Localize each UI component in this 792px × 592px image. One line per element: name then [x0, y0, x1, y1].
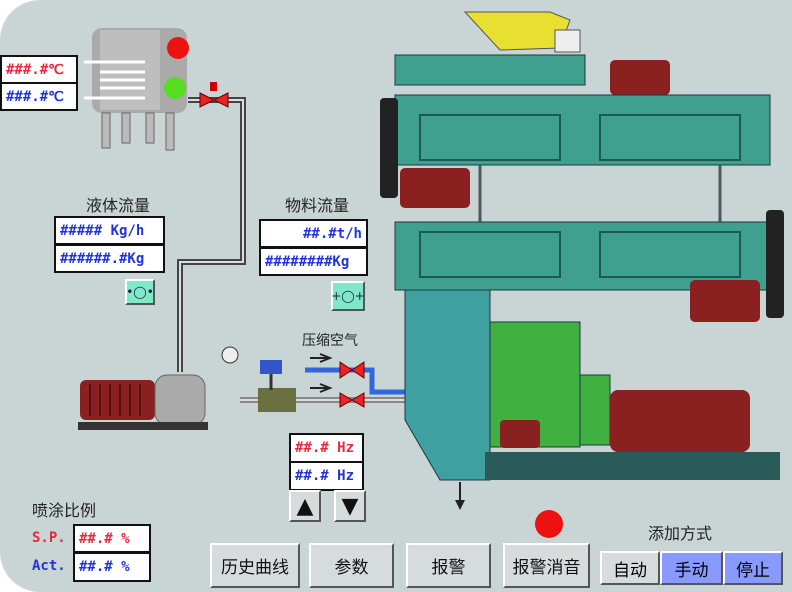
history-curve-button[interactable]: 历史曲线: [210, 543, 300, 588]
tank-alarm-lamp: [167, 37, 189, 59]
mode-stop-button[interactable]: 停止: [723, 551, 783, 585]
tank-valve: [199, 82, 229, 108]
spray-ratio-actual-value: ##.# %: [79, 559, 130, 575]
mode-auto-button[interactable]: 自动: [600, 551, 660, 585]
spray-ratio-setpoint[interactable]: ##.# %: [73, 524, 151, 553]
material-flowmeter-icon[interactable]: +◯+: [331, 281, 365, 311]
tank-temp-actual: ###.#℃: [0, 82, 78, 111]
tank-temp-setpoint[interactable]: ###.#℃: [0, 55, 78, 84]
spray-ratio-label: 喷涂比例: [32, 501, 97, 520]
flow-meter-device: [258, 360, 296, 412]
frequency-up-button[interactable]: ▲: [289, 490, 321, 522]
liquid-tank: [84, 28, 189, 151]
liquid-pipe: [177, 97, 246, 372]
arrow-up-icon: ▲: [296, 493, 314, 519]
liquid-flow-label: 液体流量: [86, 196, 151, 215]
arrow-down-icon: ▼: [341, 493, 359, 519]
air-valves: [339, 361, 365, 408]
act-label: Act.: [32, 558, 66, 574]
feed-hopper: [463, 11, 571, 51]
pump-motor: [78, 374, 208, 430]
sp-label: S.P.: [32, 530, 66, 546]
spray-ratio-actual: ##.# %: [73, 552, 151, 582]
alarm-lamp: [535, 510, 563, 538]
tank-run-lamp: [164, 77, 186, 99]
add-mode-label: 添加方式: [648, 524, 713, 543]
material-flow-label: 物料流量: [285, 196, 350, 215]
alarm-mute-button[interactable]: 报警消音: [503, 543, 590, 588]
frequency-down-button[interactable]: ▼: [334, 490, 366, 522]
frequency-actual: ##.# Hz: [289, 461, 364, 491]
liquid-flow-total: ######.#Kg: [54, 244, 165, 273]
alarm-button[interactable]: 报警: [406, 543, 491, 588]
mode-manual-button[interactable]: 手动: [660, 551, 723, 585]
frequency-setpoint[interactable]: ##.# Hz: [289, 433, 364, 463]
parameters-button[interactable]: 参数: [309, 543, 394, 588]
material-flow-rate: ##.#t/h: [259, 219, 368, 248]
liquid-flow-rate: ##### Kg/h: [54, 216, 165, 245]
pressure-gauge: [221, 346, 239, 364]
liquid-flowmeter-icon[interactable]: •◯•: [125, 279, 155, 305]
pellet-mill: [380, 11, 784, 510]
material-flow-total: ########Kg: [259, 247, 368, 276]
compressed-air-label: 压缩空气: [302, 333, 358, 349]
